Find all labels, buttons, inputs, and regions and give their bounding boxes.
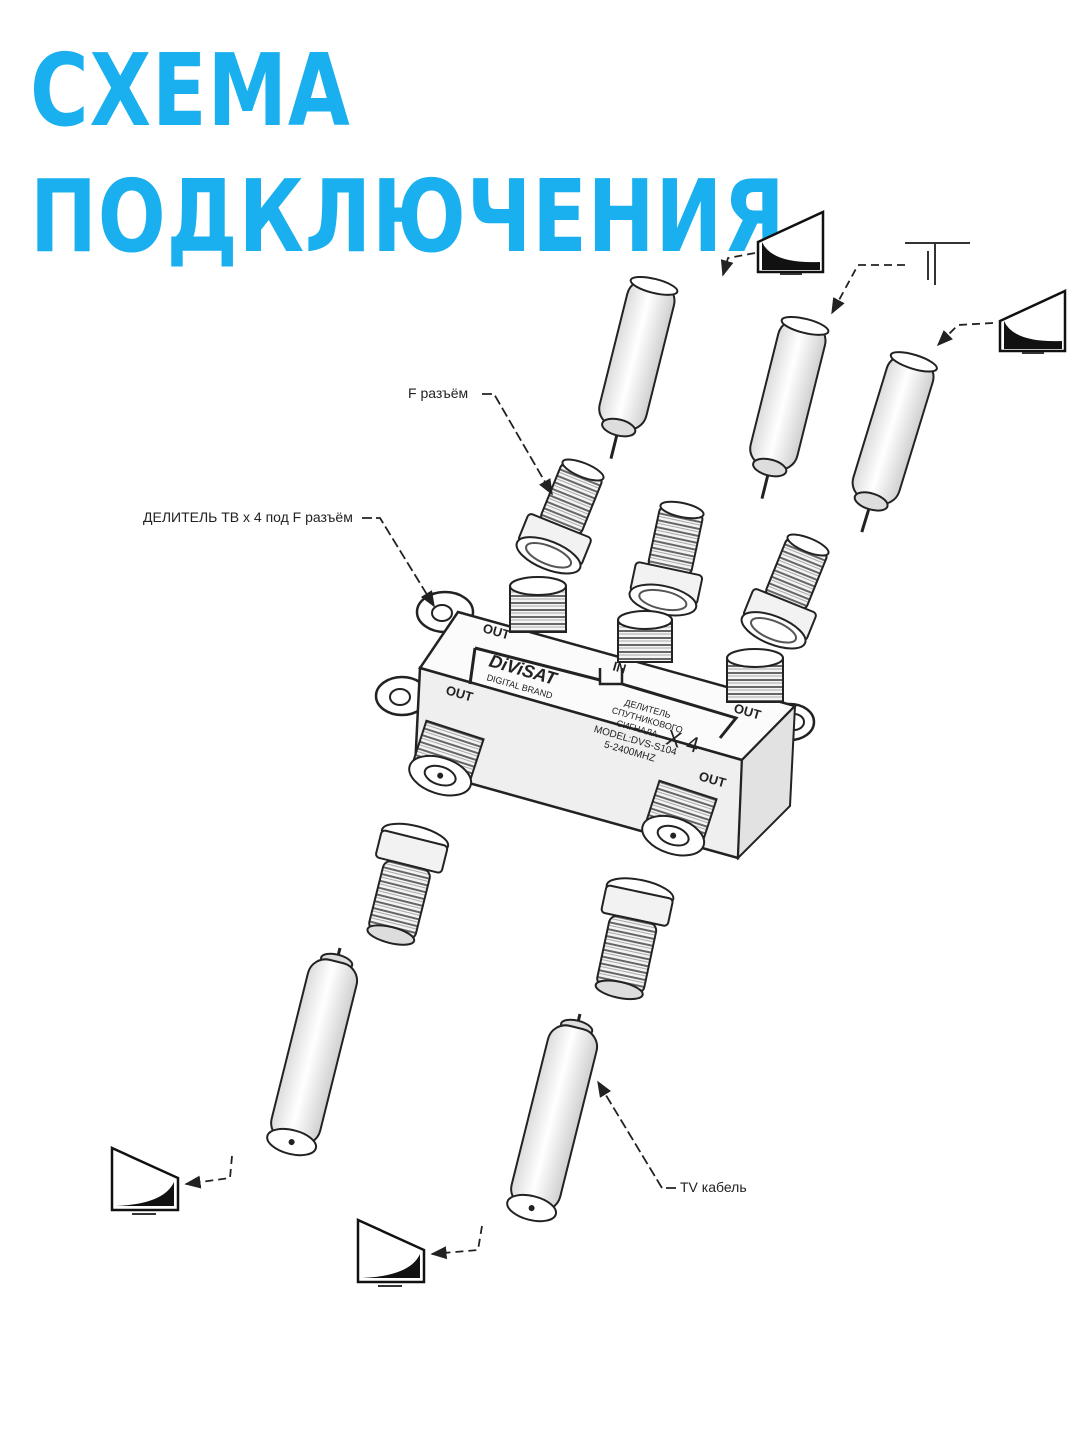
tv-cable-top-2	[749, 315, 830, 499]
tv-cable-bottom-2	[506, 1013, 599, 1223]
title-line-2: ПОДКЛЮЧЕНИЯ	[30, 158, 786, 275]
antenna-icon	[905, 242, 970, 285]
f-connector-bottom-1	[366, 822, 450, 946]
splitter-port-out-top-left	[509, 576, 567, 633]
port-label-out-4: OUT	[697, 768, 728, 790]
bottom-arrows	[184, 1155, 483, 1260]
tv-icon	[356, 1218, 426, 1287]
splitter-port-out-bottom-right	[641, 779, 718, 857]
splitter-port-out-bottom-left	[408, 719, 485, 797]
port-label-out-1: OUT	[481, 620, 512, 642]
f-connector-bottom-2	[594, 877, 675, 1001]
callout-splitter-label: ДЕЛИТЕЛЬ ТВ х 4 под F разъём	[143, 509, 353, 525]
tv-icon	[998, 289, 1067, 354]
f-connector-top-2	[628, 500, 705, 617]
title-line-1: СХЕМА	[30, 32, 351, 149]
callout-tv-cable: TV кабель	[597, 1080, 747, 1195]
page-title: СХЕМА ПОДКЛЮЧЕНИЯ	[30, 28, 786, 280]
splitter-port-in	[617, 610, 673, 663]
tv-cable-top-3	[851, 351, 938, 533]
tv-icon	[756, 210, 825, 275]
splitter-port-out-top-right	[726, 648, 784, 703]
callout-f-connector-label: F разъём	[408, 385, 468, 401]
tv-cable-bottom-1	[266, 947, 359, 1157]
tv-icon	[110, 1146, 180, 1215]
tv-cable-top-1	[598, 275, 679, 459]
f-connector-top-1	[515, 458, 605, 575]
port-label-in: IN	[611, 658, 628, 676]
callout-splitter: ДЕЛИТЕЛЬ ТВ х 4 под F разъём	[143, 509, 435, 608]
port-label-out-3: OUT	[732, 700, 763, 722]
f-connector-top-3	[740, 533, 830, 650]
callout-tv-cable-label: TV кабель	[680, 1179, 747, 1195]
top-arrows	[720, 252, 994, 347]
callout-f-connector: F разъём	[408, 385, 553, 496]
port-label-out-2: OUT	[444, 682, 475, 704]
